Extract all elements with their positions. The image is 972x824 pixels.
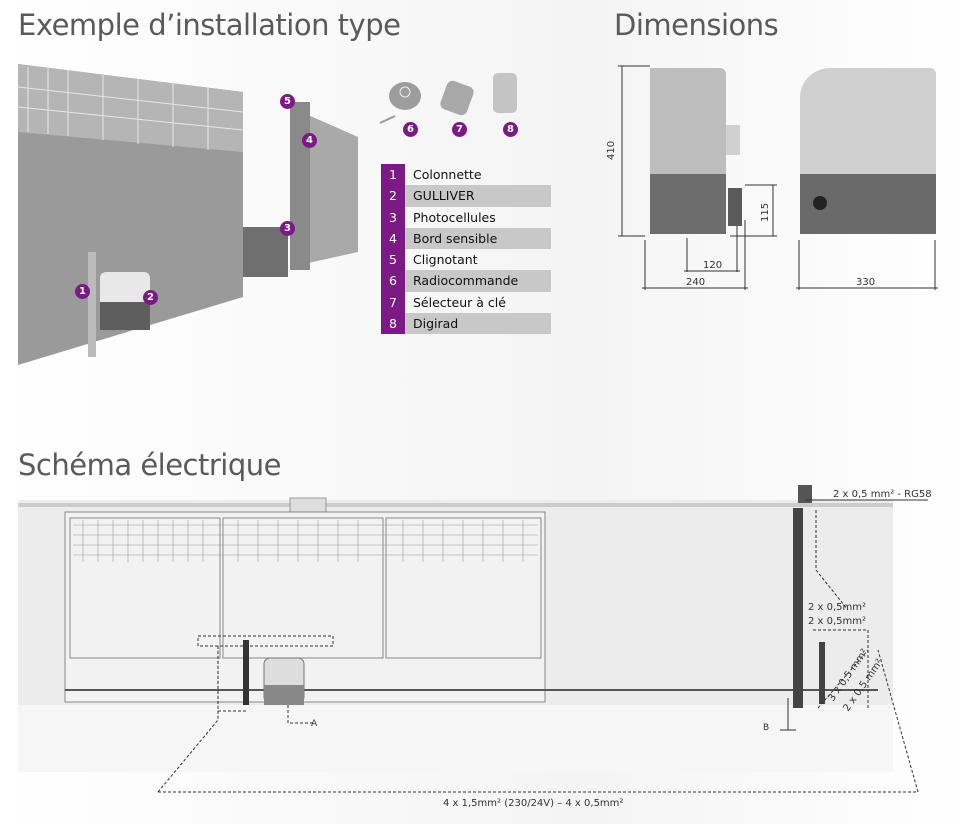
installation-illustration <box>18 64 358 365</box>
legend-label: GULLIVER <box>405 185 551 207</box>
accessory-badge-6: 6 <box>403 122 418 137</box>
cable-a-label: 2 x 0,5mm² <box>808 602 866 613</box>
legend-row: 7 Sélecteur à clé <box>381 291 551 314</box>
cable-b-label: 2 x 0,5mm² <box>808 616 866 627</box>
schema-title: Schéma électrique <box>18 448 281 482</box>
main-cable-label: 4 x 1,5mm² (230/24V) – 4 x 0,5mm² <box>443 798 623 809</box>
photo-badge-3: 3 <box>280 221 295 236</box>
legend-row: 1 Colonnette <box>381 164 551 186</box>
legend-number: 6 <box>381 270 405 292</box>
legend-number: 3 <box>381 206 405 228</box>
dim-height: 410 <box>606 141 617 160</box>
accessory-badge-8: 8 <box>503 122 518 137</box>
dim-depth: 240 <box>686 277 705 288</box>
legend-label: Photocellules <box>413 209 496 225</box>
legend-label: Radiocommande <box>405 270 551 292</box>
dimensions-title: Dimensions <box>614 8 779 42</box>
legend-label: Clignotant <box>413 252 478 268</box>
dim-motor-height: 115 <box>760 203 771 222</box>
legend-label: Sélecteur à clé <box>413 294 506 310</box>
dim-offset: 120 <box>703 260 722 271</box>
legend-number: 5 <box>381 249 405 271</box>
point-b-label: B <box>763 723 769 733</box>
legend-label: Colonnette <box>413 167 482 182</box>
accessories-illustration <box>379 73 517 124</box>
legend-number: 4 <box>381 227 405 250</box>
accessory-badge-7: 7 <box>452 122 467 137</box>
dimensions-drawing: 410 115 120 240 330 <box>606 65 938 290</box>
photo-badge-1: 1 <box>75 284 90 299</box>
wiring-diagram: 2 x 0,5 mm² - RG58 2 x 0,5mm² 2 x 0,5mm²… <box>18 485 932 809</box>
legend-label: Digirad <box>405 313 551 335</box>
legend-number: 1 <box>381 164 405 186</box>
point-a-label: A <box>311 719 318 729</box>
dim-width: 330 <box>856 277 875 288</box>
flasher-cable-label: 2 x 0,5 mm² - RG58 <box>833 489 932 500</box>
photo-badge-5: 5 <box>280 94 295 109</box>
photo-badge-2: 2 <box>143 290 158 305</box>
legend-label: Bord sensible <box>405 227 551 250</box>
legend-number: 2 <box>381 185 405 207</box>
legend-number: 8 <box>381 313 405 335</box>
legend-row: 3 Photocellules <box>381 206 551 228</box>
legend-number: 7 <box>381 291 405 314</box>
photo-badge-4: 4 <box>302 133 317 148</box>
legend-row: 5 Clignotant <box>381 249 551 271</box>
installation-title: Exemple d’installation type <box>18 8 401 42</box>
